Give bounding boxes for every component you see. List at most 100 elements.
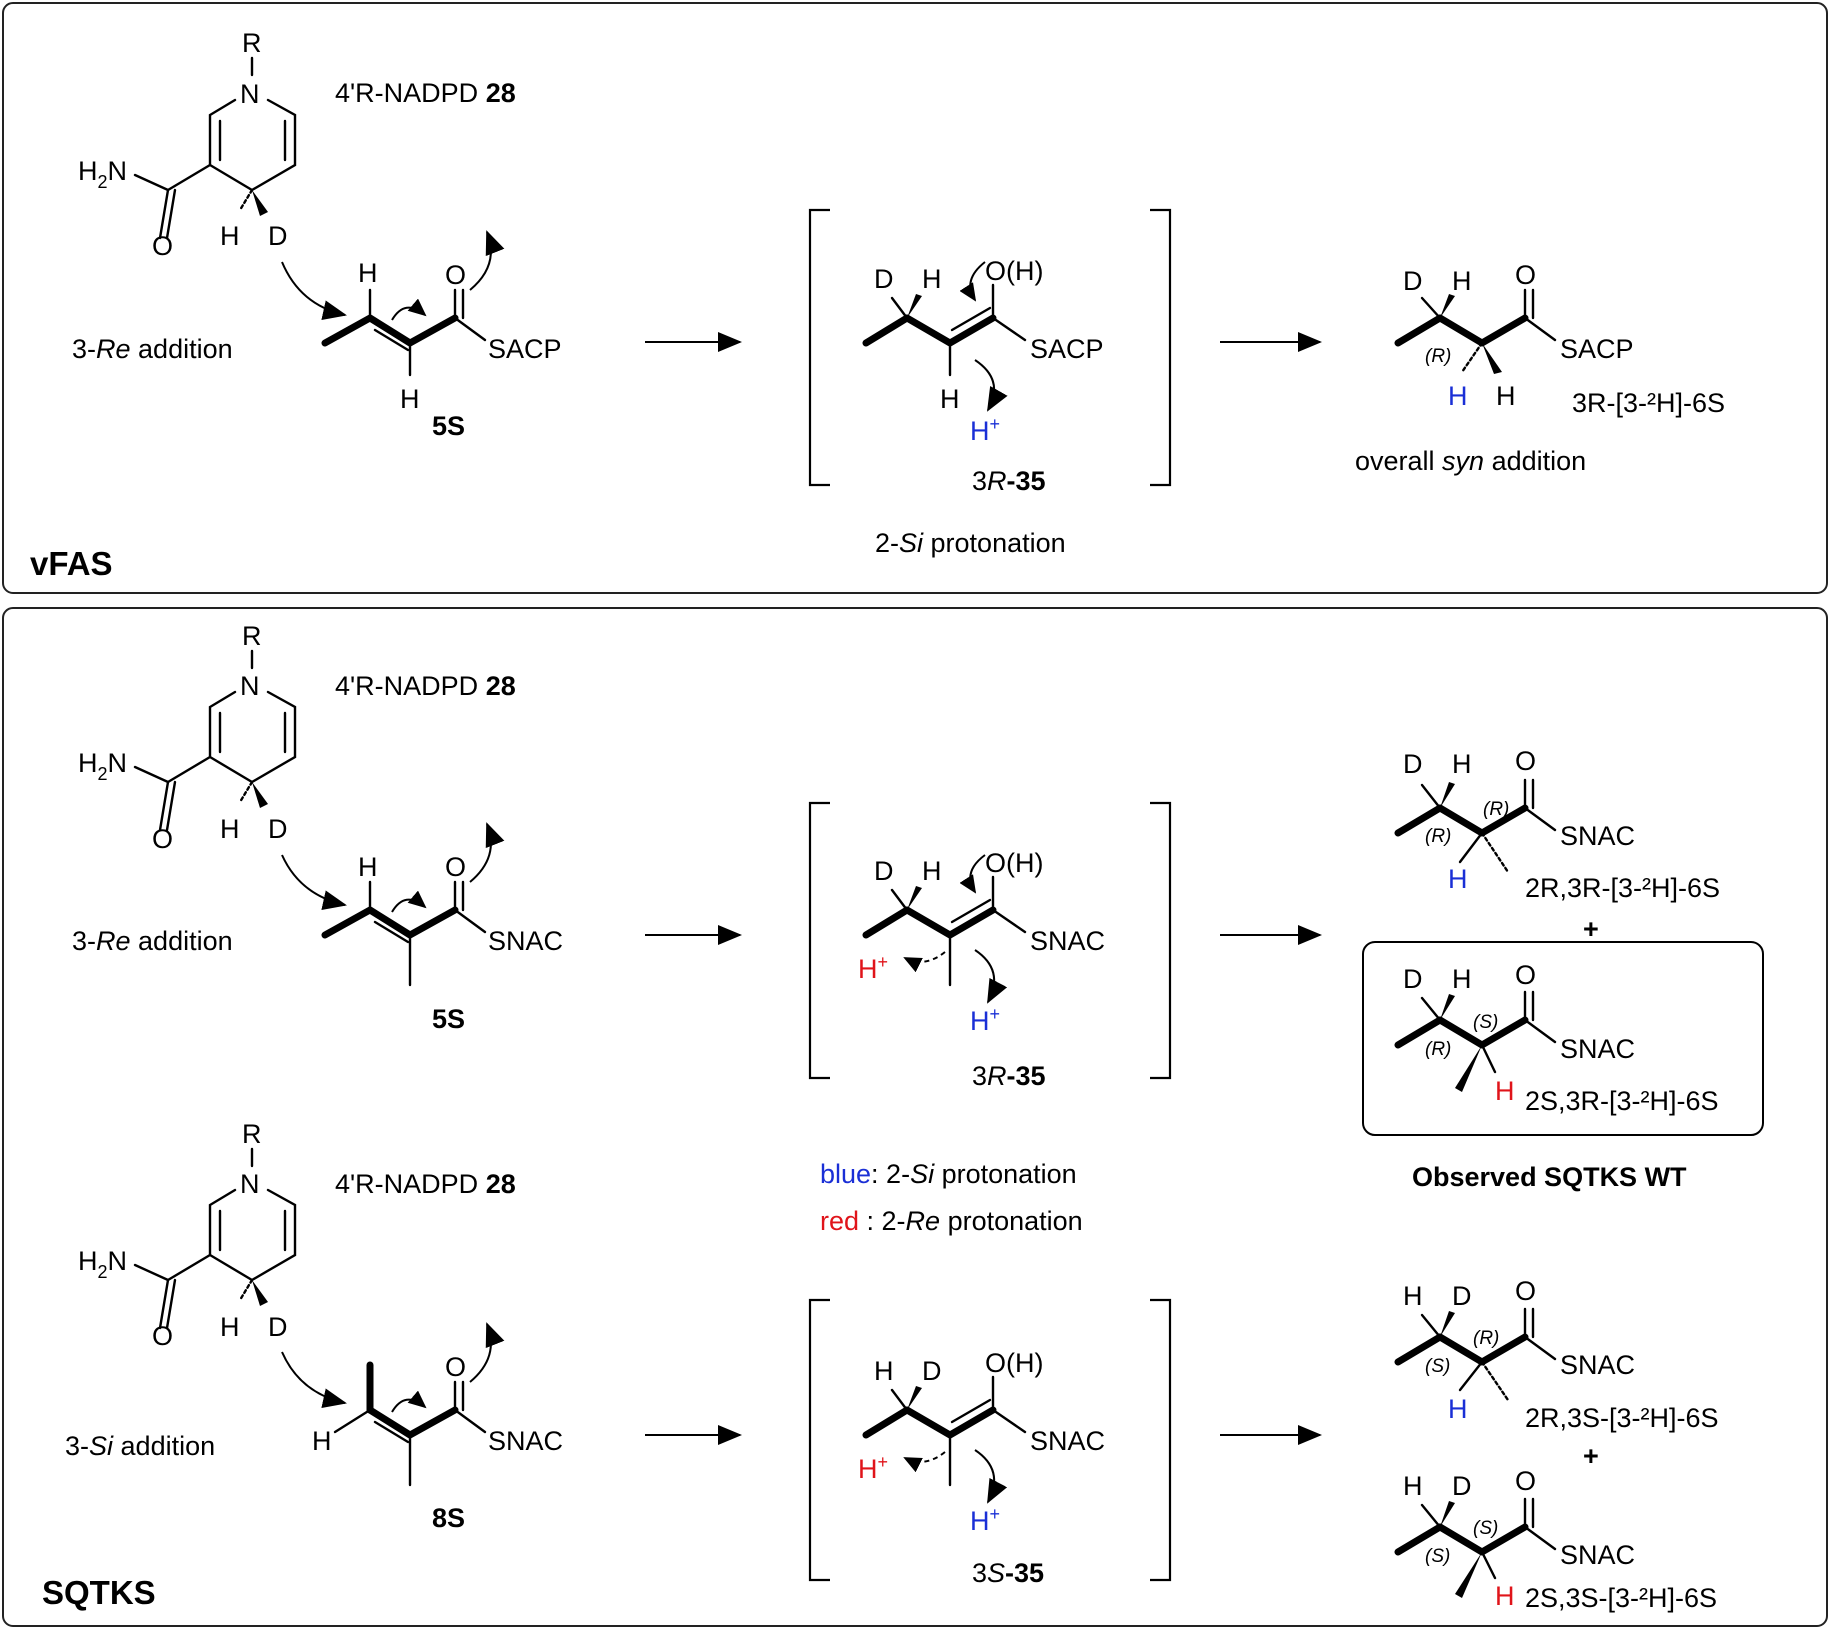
svg-text:H+: H+ bbox=[858, 1452, 888, 1484]
vfas-addition-label: 3-Re addition bbox=[72, 334, 233, 364]
svg-text:D: D bbox=[1403, 266, 1423, 296]
svg-text:4'R-NADPD 28: 4'R-NADPD 28 bbox=[335, 671, 516, 701]
svg-text:4'R-NADPD 28: 4'R-NADPD 28 bbox=[335, 1169, 516, 1199]
svg-text:O(H): O(H) bbox=[985, 1348, 1043, 1378]
legend-blue: blue: 2-Si protonation bbox=[820, 1159, 1077, 1189]
svg-text:H: H bbox=[1495, 1581, 1515, 1611]
svg-text:R: R bbox=[242, 1119, 262, 1149]
svg-text:(S): (S) bbox=[1425, 1356, 1450, 1377]
plus-1: + bbox=[1583, 914, 1599, 944]
svg-text:H: H bbox=[220, 1312, 240, 1342]
svg-text:D: D bbox=[874, 264, 894, 294]
svg-text:D: D bbox=[922, 1356, 942, 1386]
svg-text:D: D bbox=[268, 221, 288, 251]
svg-text:SACP: SACP bbox=[488, 334, 562, 364]
svg-text:H2N: H2N bbox=[78, 1246, 127, 1282]
sqtks-product-2r3s: H D O SNAC (S) (R) H 2R,3S-[3-²H]-6S bbox=[1394, 1276, 1719, 1433]
svg-text:H: H bbox=[874, 1356, 894, 1386]
svg-text:SNAC: SNAC bbox=[1560, 1034, 1635, 1064]
sqtks-nadpd-reagent-2: R N H2N O H D 4'R-NADPD 28 bbox=[78, 1119, 516, 1408]
svg-text:H: H bbox=[1496, 381, 1516, 411]
vfas-intermediate: D H O(H) SACP H H+ 3R-35 bbox=[808, 208, 1172, 496]
sqtks-re-addition-label: 3-Re addition bbox=[72, 926, 233, 956]
svg-text:D: D bbox=[1403, 749, 1423, 779]
vfas-product: D H O SACP (R) H H 3R-[3-²H]-6S overall … bbox=[1355, 260, 1725, 476]
observed-label: Observed SQTKS WT bbox=[1412, 1162, 1687, 1192]
svg-text:H: H bbox=[1452, 964, 1472, 994]
svg-text:O: O bbox=[1515, 1276, 1536, 1306]
sqtks-substrate-2: H O SNAC 8S bbox=[312, 1322, 563, 1533]
svg-text:O: O bbox=[152, 824, 173, 854]
svg-text:SNAC: SNAC bbox=[488, 926, 563, 956]
svg-text:overall syn addition: overall syn addition bbox=[1355, 446, 1586, 476]
svg-text:3R-35: 3R-35 bbox=[972, 1061, 1046, 1091]
svg-text:(R): (R) bbox=[1425, 346, 1451, 367]
sqtks-panel bbox=[2, 607, 1828, 1627]
svg-text:O: O bbox=[1515, 960, 1536, 990]
svg-text:N: N bbox=[240, 671, 260, 701]
svg-text:H+: H+ bbox=[970, 1004, 1000, 1036]
svg-text:H: H bbox=[1403, 1471, 1423, 1501]
svg-text:H: H bbox=[220, 221, 240, 251]
sqtks-label: SQTKS bbox=[42, 1574, 156, 1611]
svg-text:SNAC: SNAC bbox=[1030, 926, 1105, 956]
svg-text:H: H bbox=[922, 856, 942, 886]
svg-text:H: H bbox=[400, 384, 420, 414]
svg-text:D: D bbox=[268, 1312, 288, 1342]
svg-text:H: H bbox=[358, 852, 378, 882]
svg-text:4'R-NADPD 28: 4'R-NADPD 28 bbox=[335, 78, 516, 108]
svg-text:N: N bbox=[240, 1169, 260, 1199]
svg-text:O(H): O(H) bbox=[985, 256, 1043, 286]
vfas-substrate: H H O SACP 5S bbox=[321, 230, 562, 441]
svg-text:H2N: H2N bbox=[78, 156, 127, 192]
svg-text:H: H bbox=[1452, 266, 1472, 296]
svg-text:2S,3S-[3-²H]-6S: 2S,3S-[3-²H]-6S bbox=[1525, 1583, 1717, 1613]
svg-text:(S): (S) bbox=[1425, 1546, 1450, 1567]
sqtks-product-2r3r: D H O SNAC (R) (R) H 2R,3R-[3-²H]-6S bbox=[1394, 746, 1720, 903]
svg-text:D: D bbox=[874, 856, 894, 886]
sqtks-product-2s3s: H D O SNAC (S) (S) H 2S,3S-[3-²H]-6S bbox=[1394, 1466, 1717, 1613]
svg-text:5S: 5S bbox=[432, 1004, 465, 1034]
svg-text:(S): (S) bbox=[1473, 1012, 1498, 1033]
svg-text:H: H bbox=[358, 258, 378, 288]
svg-text:O: O bbox=[445, 852, 466, 882]
svg-text:D: D bbox=[268, 814, 288, 844]
svg-text:H+: H+ bbox=[970, 1504, 1000, 1536]
svg-text:R: R bbox=[242, 28, 262, 58]
svg-text:O: O bbox=[1515, 746, 1536, 776]
svg-text:8S: 8S bbox=[432, 1503, 465, 1533]
svg-text:H+: H+ bbox=[858, 952, 888, 984]
plus-2: + bbox=[1583, 1441, 1599, 1471]
svg-text:O: O bbox=[152, 1321, 173, 1351]
vfas-label: vFAS bbox=[30, 545, 113, 582]
svg-text:D: D bbox=[1452, 1471, 1472, 1501]
svg-text:SACP: SACP bbox=[1560, 334, 1634, 364]
sqtks-product-2s3r: D H O SNAC (R) (S) H 2S,3R-[3-²H]-6S bbox=[1394, 960, 1719, 1116]
svg-text:O: O bbox=[1515, 260, 1536, 290]
svg-text:3R-35: 3R-35 bbox=[972, 466, 1046, 496]
svg-text:O(H): O(H) bbox=[985, 848, 1043, 878]
sqtks-substrate-1: H O SNAC 5S bbox=[321, 822, 563, 1034]
svg-text:SNAC: SNAC bbox=[1560, 1350, 1635, 1380]
svg-text:O: O bbox=[445, 1352, 466, 1382]
svg-text:(R): (R) bbox=[1425, 1039, 1451, 1060]
svg-text:(R): (R) bbox=[1425, 826, 1451, 847]
svg-text:H: H bbox=[1403, 1281, 1423, 1311]
svg-text:H: H bbox=[922, 264, 942, 294]
svg-text:3R-[3-²H]-6S: 3R-[3-²H]-6S bbox=[1572, 388, 1725, 418]
legend-red: red : 2-Re protonation bbox=[820, 1206, 1083, 1236]
sqtks-intermediate-2: H D O(H) SNAC H+ H+ 3S-35 bbox=[808, 1298, 1172, 1588]
svg-text:H2N: H2N bbox=[78, 748, 127, 784]
svg-text:(R): (R) bbox=[1483, 799, 1509, 820]
vfas-panel bbox=[2, 2, 1828, 594]
svg-text:2S,3R-[3-²H]-6S: 2S,3R-[3-²H]-6S bbox=[1525, 1086, 1719, 1116]
svg-text:D: D bbox=[1403, 964, 1423, 994]
svg-text:D: D bbox=[1452, 1281, 1472, 1311]
sqtks-intermediate-1: D H O(H) SNAC H+ H+ 3R-35 bbox=[808, 801, 1172, 1091]
svg-text:5S: 5S bbox=[432, 411, 465, 441]
svg-text:H: H bbox=[1495, 1076, 1515, 1106]
svg-text:O: O bbox=[1515, 1466, 1536, 1496]
svg-text:SNAC: SNAC bbox=[488, 1426, 563, 1456]
svg-text:H: H bbox=[940, 384, 960, 414]
svg-text:O: O bbox=[152, 231, 173, 261]
